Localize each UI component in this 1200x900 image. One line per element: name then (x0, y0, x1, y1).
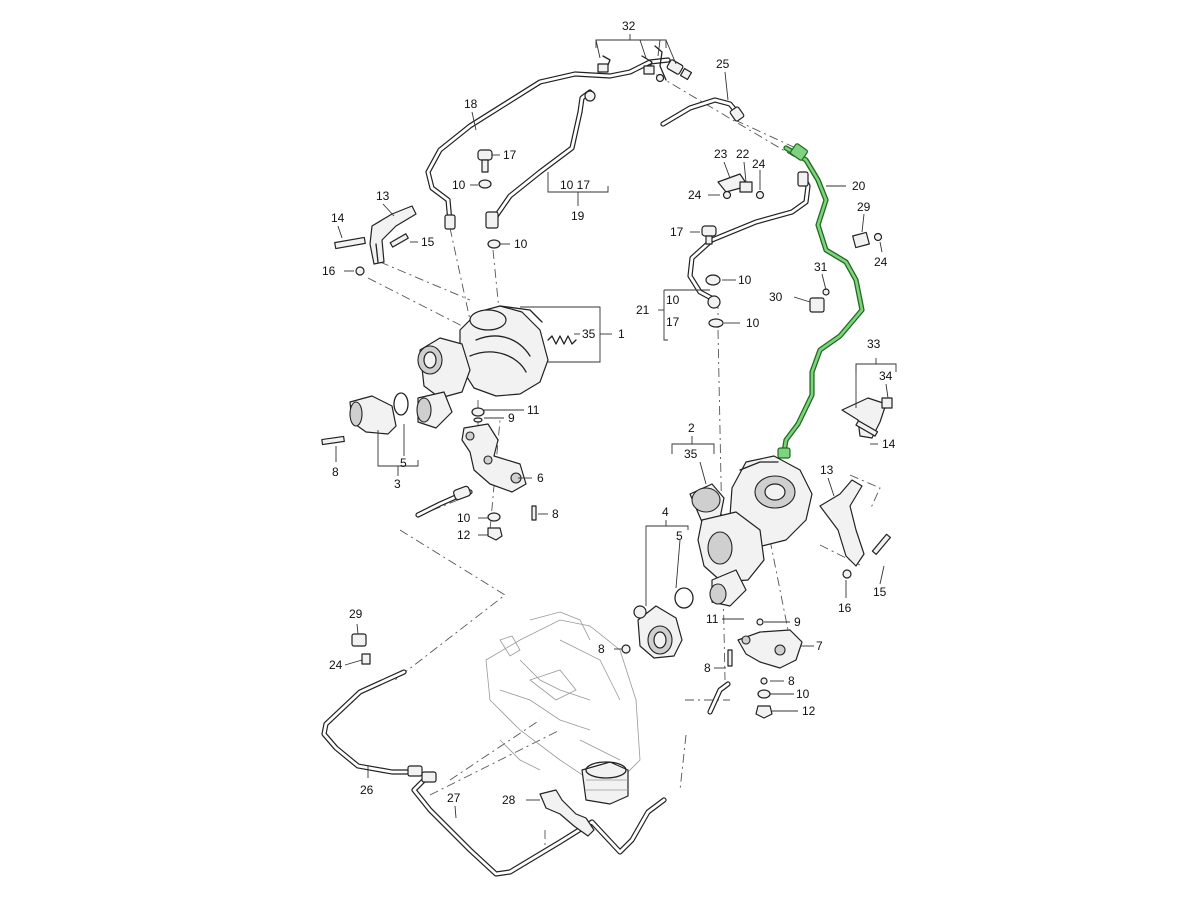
callout-15: 15 (873, 585, 887, 599)
support-6-left (415, 407, 537, 541)
callout-31: 31 (814, 260, 828, 274)
callout-12: 12 (802, 704, 816, 718)
callout-1: 1 (618, 327, 625, 341)
callout-17: 17 (503, 148, 517, 162)
callout-10: 10 (746, 316, 760, 330)
callout-35: 35 (582, 327, 596, 341)
callout-35: 35 (684, 447, 698, 461)
callout-8: 8 (788, 674, 795, 688)
callout-22: 22 (736, 147, 750, 161)
callout-8: 8 (598, 642, 605, 656)
hose-25 (660, 97, 745, 127)
callout-9: 9 (508, 411, 515, 425)
bracket-clips-32 (597, 45, 693, 83)
callout-17: 17 (666, 315, 680, 329)
callout-14: 14 (882, 437, 896, 451)
return-line-27 (411, 771, 667, 877)
inlet-elbow-right (621, 587, 694, 659)
callout-21: 21 (636, 303, 650, 317)
callout-24: 24 (752, 157, 766, 171)
callout-24: 24 (874, 255, 888, 269)
callout-7: 7 (816, 639, 823, 653)
callout-18: 18 (464, 97, 478, 111)
engine-block (485, 611, 641, 805)
callout-labels: 32 25 18 17 10 10 17 19 10 23 22 24 24 2… (322, 19, 896, 807)
callout-19: 19 (571, 209, 585, 223)
callout-20: 20 (852, 179, 866, 193)
callout-8: 8 (704, 661, 711, 675)
callout-16: 16 (322, 264, 336, 278)
callout-14: 14 (331, 211, 345, 225)
bracket-13-left (334, 205, 417, 276)
callout-34: 34 (879, 369, 893, 383)
callout-15: 15 (421, 235, 435, 249)
callout-27: 27 (447, 791, 461, 805)
inlet-elbow-left (321, 392, 409, 446)
callout-23: 23 (714, 147, 728, 161)
callout-11: 11 (527, 403, 540, 417)
callout-2: 2 (688, 421, 695, 435)
callout-29: 29 (857, 200, 871, 214)
turbocharger-right (689, 455, 813, 607)
callout-26: 26 (360, 783, 374, 797)
turbocharger-left (416, 305, 577, 429)
callout-10: 10 (457, 511, 471, 525)
leader-lines (335, 34, 897, 819)
callout-29: 29 (349, 607, 363, 621)
callout-4: 4 (662, 505, 669, 519)
highlighted-pipe-20 (777, 143, 865, 459)
support-7-right (707, 618, 803, 719)
callout-30: 30 (769, 290, 783, 304)
callout-3: 3 (394, 477, 401, 491)
callout-10: 10 (452, 178, 466, 192)
bracket-33-right (841, 397, 893, 439)
callout-24: 24 (688, 188, 702, 202)
return-line-26 (321, 669, 423, 777)
callout-9: 9 (794, 615, 801, 629)
callout-24: 24 (329, 658, 343, 672)
callout-6: 6 (537, 471, 544, 485)
callout-8: 8 (332, 465, 339, 479)
bracket-13-right (819, 479, 891, 579)
callout-16: 16 (838, 601, 852, 615)
callout-8: 8 (552, 507, 559, 521)
callout-10: 10 (666, 293, 680, 307)
callout-10: 10 (738, 273, 752, 287)
callout-25: 25 (716, 57, 730, 71)
callout-10: 10 (796, 687, 810, 701)
callout-17: 17 (670, 225, 684, 239)
callout-32: 32 (622, 19, 636, 33)
callout-33: 33 (867, 337, 881, 351)
oil-feed-line-18 (425, 57, 671, 230)
callout-11: 11 (706, 612, 719, 626)
callout-12: 12 (457, 528, 471, 542)
callout-10: 10 (514, 237, 528, 251)
callout-5: 5 (400, 456, 407, 470)
callout-13: 13 (820, 463, 834, 477)
oil-line-21 (687, 171, 811, 309)
connector-28 (351, 633, 595, 837)
callout-28: 28 (502, 793, 516, 807)
callout-13: 13 (376, 189, 390, 203)
callout-5: 5 (676, 529, 683, 543)
callout-10-17: 10 17 (560, 178, 590, 192)
